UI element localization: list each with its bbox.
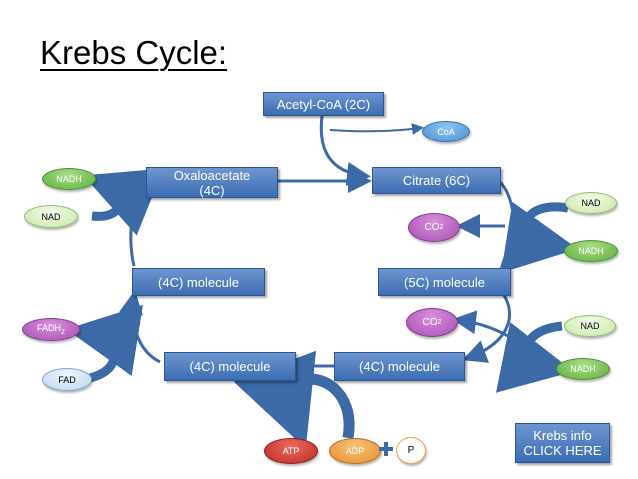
krebs-info-link[interactable]: Krebs info CLICK HERE — [515, 423, 610, 463]
phosphate-pill: P — [396, 437, 426, 464]
click-here-label: CLICK HERE — [523, 443, 602, 458]
acetyl-to-citrate-arrow — [319, 115, 371, 186]
nadh-pill-right-bottom: NADH — [556, 358, 610, 380]
citrate-box: Citrate (6C) — [372, 167, 501, 194]
oxaloacetate-label: Oxaloacetate — [173, 167, 251, 183]
nadh-pill-right-top: NADH — [564, 240, 618, 262]
atp-pill: ATP — [264, 438, 318, 464]
bottom-left-4c-molecule-box: (4C) molecule — [164, 352, 296, 381]
bottom-right-4c-molecule-box: (4C) molecule — [334, 352, 465, 381]
nad-curve-right-bottom — [495, 321, 574, 393]
acetyl-coa-box: Acetyl-CoA (2C) — [263, 92, 384, 116]
nad-pill-right-bottom: NAD — [564, 315, 616, 337]
left-up-arrow — [124, 182, 151, 267]
adp-pill: ADP — [329, 438, 381, 464]
bottom-left-up-arrow — [119, 290, 161, 364]
acetyl-to-coa-arrow — [329, 123, 424, 136]
nad-curve-left — [83, 168, 164, 236]
nadh-pill-left: NADH — [42, 168, 96, 190]
nad-pill-right-top: NAD — [565, 192, 617, 214]
5c-molecule-box: (5C) molecule — [378, 268, 511, 296]
fadh2-pill: FADH2 — [22, 318, 80, 341]
nad-pill-left: NAD — [24, 205, 78, 228]
fad-pill: FAD — [42, 368, 92, 391]
krebs-info-label: Krebs info — [533, 428, 592, 443]
oxaloacetate-box: Oxaloacetate (4C) — [146, 167, 278, 198]
fad-curve — [66, 304, 143, 383]
co2-bottom-arrow — [452, 310, 509, 338]
coa-pill: CoA — [422, 121, 470, 142]
oxaloacetate-carbons: (4C) — [199, 182, 225, 198]
citrate-to-5c-arrow — [498, 180, 526, 269]
left-4c-molecule-box: (4C) molecule — [132, 268, 265, 296]
page-title: Krebs Cycle: — [40, 34, 228, 71]
atp-curve — [233, 350, 355, 449]
fadh2-label: FADH2 — [37, 323, 65, 336]
plus-icon — [379, 442, 393, 456]
nad-curve-right-top — [500, 201, 578, 273]
